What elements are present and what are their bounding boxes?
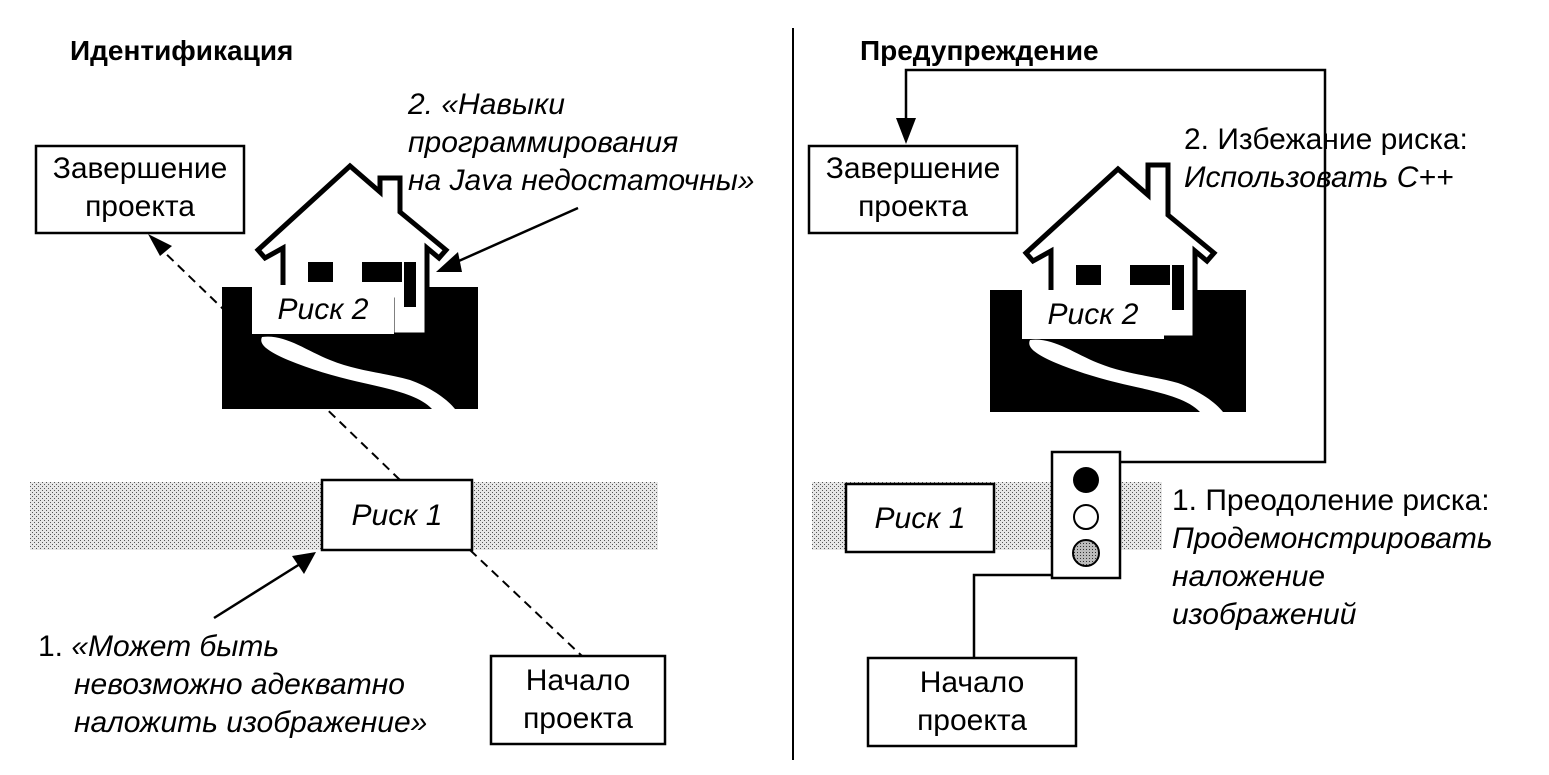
- risk2-avoid-line1: 2. Избежание риска:: [1184, 123, 1468, 156]
- risk1-overcome-line2: Продемонстрировать: [1172, 522, 1493, 555]
- risk1-note-line2: невозможно адекватно: [74, 668, 405, 701]
- risk1-label-right: Риск 1: [874, 502, 966, 535]
- risk1-overcome-line1: 1. Преодоление риска:: [1172, 484, 1490, 517]
- risk1-label-left: Риск 1: [351, 499, 443, 532]
- dashed-path-left-lower: [469, 549, 583, 657]
- connector-line-right: [972, 573, 1085, 658]
- left-panel-title: Идентификация: [70, 35, 294, 66]
- start-label-line2: проекта: [917, 704, 1027, 737]
- risk1-note-number: 1.: [38, 630, 64, 663]
- risk2-label-box-right: [1022, 290, 1164, 339]
- risk1-box-left: [320, 478, 474, 552]
- risk2-note-line3: на Java недостаточны»: [408, 164, 755, 197]
- arrow-to-house-left: [451, 206, 579, 266]
- start-box-right: [866, 656, 1078, 748]
- risk2-avoid-line2: Использовать С++: [1184, 161, 1454, 194]
- risk2-label-left: Риск 2: [277, 293, 369, 326]
- finish-label-right: Завершение проекта: [809, 150, 1017, 226]
- arrow-to-risk1-left: [213, 562, 301, 620]
- start-label-line1: Начало: [525, 664, 631, 697]
- risk1-box-right: [844, 482, 996, 554]
- dashed-path-left-upper: [159, 247, 401, 481]
- arrow-icon: [148, 234, 172, 256]
- traffic-light-icon: [1050, 450, 1122, 580]
- risk1-note-line3: наложить изображение»: [74, 706, 428, 739]
- start-label-left: Начало проекта: [491, 662, 665, 738]
- finish-label-line1: Завершение: [52, 152, 228, 185]
- risk1-overcome-note: 1. Преодоление риска: Продемонстрировать…: [1172, 482, 1493, 634]
- risk2-note-line1: 2. «Навыки: [408, 88, 565, 121]
- risk1-note-left: 1. «Может быть невозможно адекватно нало…: [38, 628, 427, 742]
- arrow-icon: [896, 118, 916, 144]
- finish-label-line2: проекта: [858, 190, 968, 223]
- finish-label-line2: проекта: [85, 190, 195, 223]
- arrow-icon: [436, 252, 462, 272]
- risk2-label-right: Риск 2: [1047, 298, 1139, 331]
- finish-box-left: [34, 144, 246, 235]
- arrow-icon: [292, 552, 316, 574]
- road-icon: [990, 290, 1246, 412]
- right-panel-title: Предупреждение: [860, 35, 1099, 66]
- risk1-note-line1: «Может быть: [71, 630, 280, 663]
- start-label-right: Начало проекта: [868, 664, 1076, 740]
- finish-label-left: Завершение проекта: [36, 150, 244, 226]
- avoidance-loop-line: [904, 68, 1327, 464]
- risk2-note-left: 2. «Навыки программирования на Java недо…: [408, 86, 754, 200]
- finish-box-right: [807, 144, 1019, 235]
- finish-label-line1: Завершение: [825, 152, 1001, 185]
- risk2-avoid-note: 2. Избежание риска: Использовать С++: [1184, 121, 1468, 197]
- start-label-line2: проекта: [523, 702, 633, 735]
- start-box-left: [489, 654, 667, 746]
- risk2-label-box-left: [252, 285, 394, 334]
- risk1-overcome-line4: изображений: [1172, 598, 1357, 631]
- start-label-line1: Начало: [919, 666, 1025, 699]
- risk1-overcome-line3: наложение: [1172, 560, 1326, 593]
- risk2-note-line2: программирования: [408, 126, 679, 159]
